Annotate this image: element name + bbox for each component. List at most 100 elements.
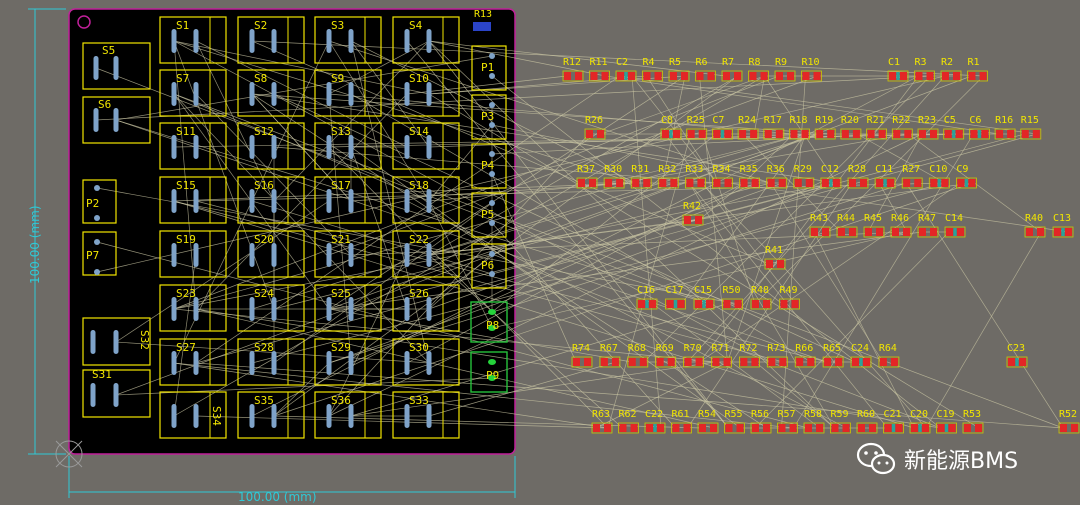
- cell-pad: [348, 135, 354, 159]
- part-pad: [94, 215, 100, 221]
- ratsnest-line: [428, 254, 623, 429]
- component-pad: [656, 358, 664, 366]
- component-label: R24: [738, 115, 757, 126]
- connector-label: P3: [481, 110, 495, 123]
- cell-label: S8: [254, 72, 268, 85]
- cell-label: S2: [254, 19, 268, 32]
- connector-footprint: [471, 192, 507, 238]
- component-outline: [682, 214, 704, 226]
- cell-label: S30: [409, 341, 429, 354]
- component-label: C11: [875, 164, 894, 175]
- component-pad: [904, 130, 912, 138]
- component-outline: [712, 177, 733, 189]
- component-outline: [589, 70, 610, 82]
- cell-pad: [326, 351, 332, 375]
- cell-pad: [249, 189, 255, 213]
- component-outline: [928, 177, 950, 189]
- cell-pad: [249, 29, 255, 53]
- cell-pad: [426, 404, 432, 428]
- capacitor-body: [953, 228, 957, 236]
- cell-footprint: [392, 391, 460, 439]
- cell-pad: [171, 135, 177, 159]
- cell-label: S35: [254, 394, 274, 407]
- ratsnest-line: [428, 182, 675, 256]
- component-label: R47: [918, 213, 937, 224]
- component-pad: [752, 424, 759, 432]
- ratsnest-line: [406, 40, 729, 429]
- ratsnest-line: [741, 133, 842, 233]
- cell-pad: [171, 404, 177, 428]
- cell-footprint: [159, 176, 227, 224]
- cell-footprint: [159, 284, 227, 332]
- capacitor-body: [892, 424, 895, 432]
- component-label: R23: [918, 115, 937, 126]
- ratsnest-line: [328, 40, 771, 184]
- connector-label: P8: [486, 319, 500, 332]
- component-outline: [866, 128, 887, 140]
- ratsnest-line: [350, 182, 837, 310]
- component-pad: [832, 179, 840, 187]
- ratsnest-line: [173, 254, 197, 417]
- part-pad: [113, 56, 119, 80]
- component-label: R12: [563, 57, 582, 68]
- component-pad: [957, 179, 965, 187]
- component-label: R41: [765, 245, 784, 256]
- component-pad: [578, 179, 585, 187]
- component-pad: [876, 179, 884, 187]
- cell-label: S13: [331, 125, 351, 138]
- cell-footprint: [159, 16, 227, 64]
- component-pad: [736, 424, 744, 432]
- component-pad: [760, 72, 768, 80]
- component-pad: [695, 358, 703, 366]
- watermark-text: 新能源BMS: [904, 449, 1019, 474]
- component-outline: [748, 70, 769, 82]
- component-label: R25: [686, 115, 705, 126]
- cell-pad: [348, 404, 354, 428]
- cell-label: S22: [409, 233, 429, 246]
- component-label: R52: [1059, 409, 1078, 420]
- ratsnest-line: [428, 75, 647, 95]
- component-pad: [687, 130, 695, 138]
- component-label: C19: [936, 409, 955, 420]
- ratsnest-line: [96, 241, 809, 429]
- component-pad: [1065, 228, 1072, 236]
- component-pad: [884, 424, 892, 432]
- component-outline: [883, 422, 904, 434]
- component-label: R1: [967, 57, 980, 68]
- cell-footprint: [314, 122, 382, 170]
- component-pad: [813, 72, 821, 80]
- component-pad: [914, 179, 922, 187]
- component-pad: [590, 72, 598, 80]
- ratsnest-line: [428, 253, 493, 310]
- cell-label: S4: [409, 19, 423, 32]
- component-pad: [698, 130, 706, 138]
- cell-pad: [271, 351, 277, 375]
- component-outline: [1024, 226, 1046, 238]
- ratsnest-line: [661, 75, 686, 184]
- ratsnest-line: [328, 40, 430, 202]
- component-label: R2: [941, 57, 954, 68]
- component-pad: [584, 358, 591, 366]
- component-pad: [697, 179, 705, 187]
- cell-pad: [348, 189, 354, 213]
- component-outline: [891, 128, 913, 140]
- ratsnest-line: [350, 40, 636, 184]
- component-label: R49: [779, 285, 798, 296]
- component-pad: [919, 130, 926, 138]
- cell-label: S27: [176, 341, 196, 354]
- cell-footprint: [237, 284, 305, 332]
- component-pad: [750, 130, 758, 138]
- cell-pad: [404, 29, 410, 53]
- component-outline: [599, 356, 621, 368]
- component-label: R21: [866, 115, 885, 126]
- connector-footprint: [471, 45, 507, 91]
- component-pad: [775, 130, 783, 138]
- cell-pad: [348, 297, 354, 321]
- ratsnest-line: [856, 133, 946, 184]
- cell-pad: [249, 82, 255, 106]
- cell-footprint: [159, 122, 227, 170]
- component-outline: [627, 356, 649, 368]
- cell-pad: [193, 189, 199, 213]
